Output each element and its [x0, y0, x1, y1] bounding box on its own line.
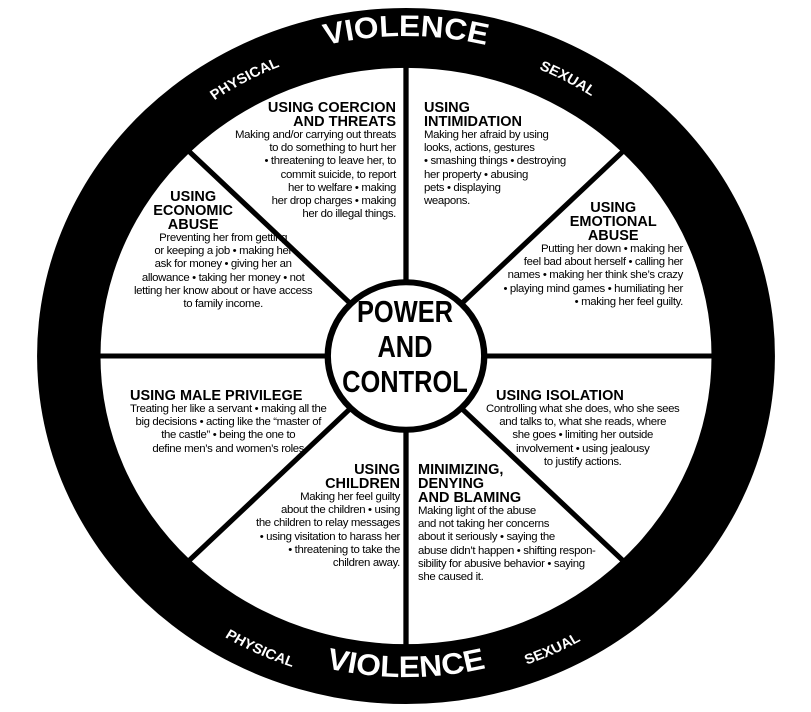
segment-children: USING CHILDREN Making her feel guilty ab… [256, 463, 400, 570]
segment-body: Making her afraid by using looks, action… [424, 129, 566, 208]
segment-emotional: USING EMOTIONAL ABUSE Putting her down •… [503, 201, 683, 309]
segment-economic: USING ECONOMIC ABUSE Preventing her from… [134, 189, 313, 311]
segment-body: Making and/or carrying out threats to do… [235, 129, 396, 221]
segment-body: Making her feel guilty about the childre… [256, 491, 400, 570]
center-label: POWER AND CONTROL [342, 294, 468, 399]
segment-body: Preventing her from getting or keeping a… [134, 232, 313, 311]
segment-body: Controlling what she does, who she sees … [486, 403, 680, 468]
segment-intimidation: USING INTIMIDATION Making her afraid by … [424, 101, 566, 208]
segment-title: USING MALE PRIVILEGE [130, 388, 303, 404]
segment-title: MINIMIZING, DENYING AND BLAMING [418, 462, 522, 506]
segment-title: USING CHILDREN [325, 462, 400, 492]
segment-title: USING ISOLATION [496, 388, 624, 404]
segment-title: USING INTIMIDATION [424, 100, 522, 130]
segment-title: USING EMOTIONAL ABUSE [569, 200, 657, 244]
segment-minimizing: MINIMIZING, DENYING AND BLAMING Making l… [418, 463, 596, 584]
segment-title: USING ECONOMIC ABUSE [153, 189, 234, 233]
power-control-wheel: VIOLENCE PHYSICAL SEXUAL VIOLENCE PHYSIC… [37, 7, 775, 705]
segment-body: Treating her like a servant • making all… [130, 403, 327, 455]
segment-isolation: USING ISOLATION Controlling what she doe… [486, 388, 680, 469]
segment-male-privilege: USING MALE PRIVILEGE Treating her like a… [130, 388, 327, 456]
segment-body: Putting her down • making her feel bad a… [503, 243, 683, 308]
segment-coercion: USING COERCION AND THREATS Making and/or… [235, 101, 396, 221]
segment-title: USING COERCION AND THREATS [267, 100, 396, 130]
segment-body: Making light of the abuse and not taking… [418, 505, 596, 584]
center-hub [324, 279, 488, 433]
